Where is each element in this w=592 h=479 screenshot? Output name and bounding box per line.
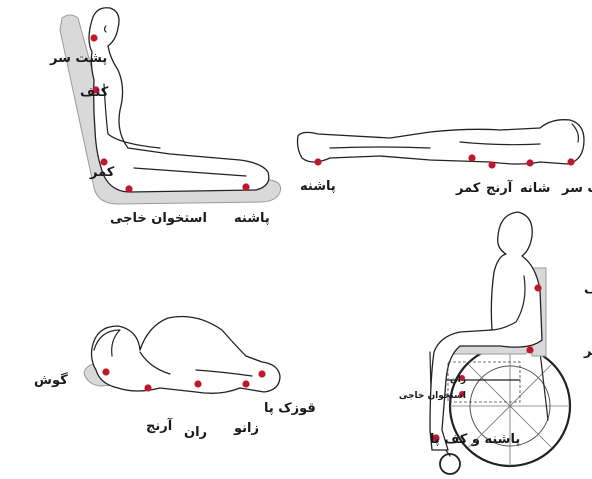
pressure-point-supine-back-of-head: [567, 158, 574, 165]
supine-figure: [298, 120, 585, 164]
pressure-point-side-hip: [194, 380, 201, 387]
supine-body: [298, 120, 585, 164]
side-lying-figure: [84, 317, 280, 394]
label-reclining-lower-back: کمر: [89, 165, 115, 180]
pressure-point-supine-elbow: [488, 161, 495, 168]
label-supine-elbow: آرنج: [486, 179, 513, 196]
pressure-point-reclining-back-of-head: [90, 34, 97, 41]
label-wheelchair-heel-sole: پاشنه و کف پا: [430, 432, 520, 447]
wheelchair-caster: [440, 454, 460, 474]
label-reclining-heel: پاشنه: [234, 211, 270, 226]
label-reclining-back-of-head: پشت سر: [49, 51, 107, 66]
label-side-knee: زانو: [233, 421, 259, 436]
label-side-ankle: قوزک پا: [264, 401, 316, 416]
label-side-hip: ران: [184, 425, 207, 440]
label-supine-heel: پاشنه: [300, 179, 336, 194]
side-lying-body: [92, 317, 281, 394]
pressure-point-reclining-tailbone: [125, 185, 132, 192]
wheelchair-spokes: [450, 346, 570, 466]
pressure-point-side-ankle: [258, 370, 265, 377]
pressure-point-supine-shoulder: [526, 159, 533, 166]
label-supine-back-of-head: پشت سر: [561, 181, 592, 196]
label-wheelchair-tailbone: استخوان خاجی: [399, 391, 466, 401]
label-supine-shoulder: شانه: [520, 181, 550, 196]
pressure-point-reclining-heel: [242, 183, 249, 190]
label-wheelchair-hip: ران: [450, 375, 466, 385]
pressure-point-side-knee: [242, 380, 249, 387]
label-wheelchair-shoulder: کتف: [584, 282, 592, 297]
pressure-point-wheelchair-lower-back: [526, 346, 533, 353]
label-reclining-shoulder: کتف: [80, 85, 109, 100]
pressure-point-wheelchair-shoulder: [534, 284, 541, 291]
reclining-body: [89, 8, 269, 192]
label-supine-lower-back: کمر: [455, 181, 481, 196]
pressure-point-supine-lower-back: [468, 154, 475, 161]
label-wheelchair-lower-back: کمر: [583, 344, 592, 359]
wheelchair-person: [430, 212, 542, 450]
pressure-point-side-elbow: [144, 384, 151, 391]
label-side-elbow: آرنج: [146, 417, 173, 434]
pressure-point-supine-heel: [314, 158, 321, 165]
label-reclining-tailbone: استخوان خاجی: [110, 211, 207, 226]
label-side-ear: گوش: [34, 372, 68, 388]
pressure-point-side-ear: [102, 368, 109, 375]
